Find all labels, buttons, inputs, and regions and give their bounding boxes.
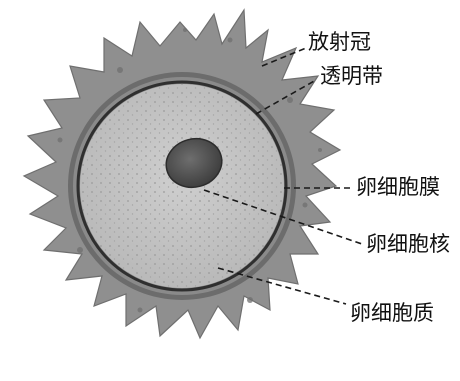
label-cell-membrane: 卵细胞膜 [356,175,440,199]
label-zona-pellucida: 透明带 [320,64,383,88]
label-corona-radiata: 放射冠 [308,30,371,54]
label-nucleus: 卵细胞核 [366,232,450,256]
label-cytoplasm: 卵细胞质 [350,301,434,325]
